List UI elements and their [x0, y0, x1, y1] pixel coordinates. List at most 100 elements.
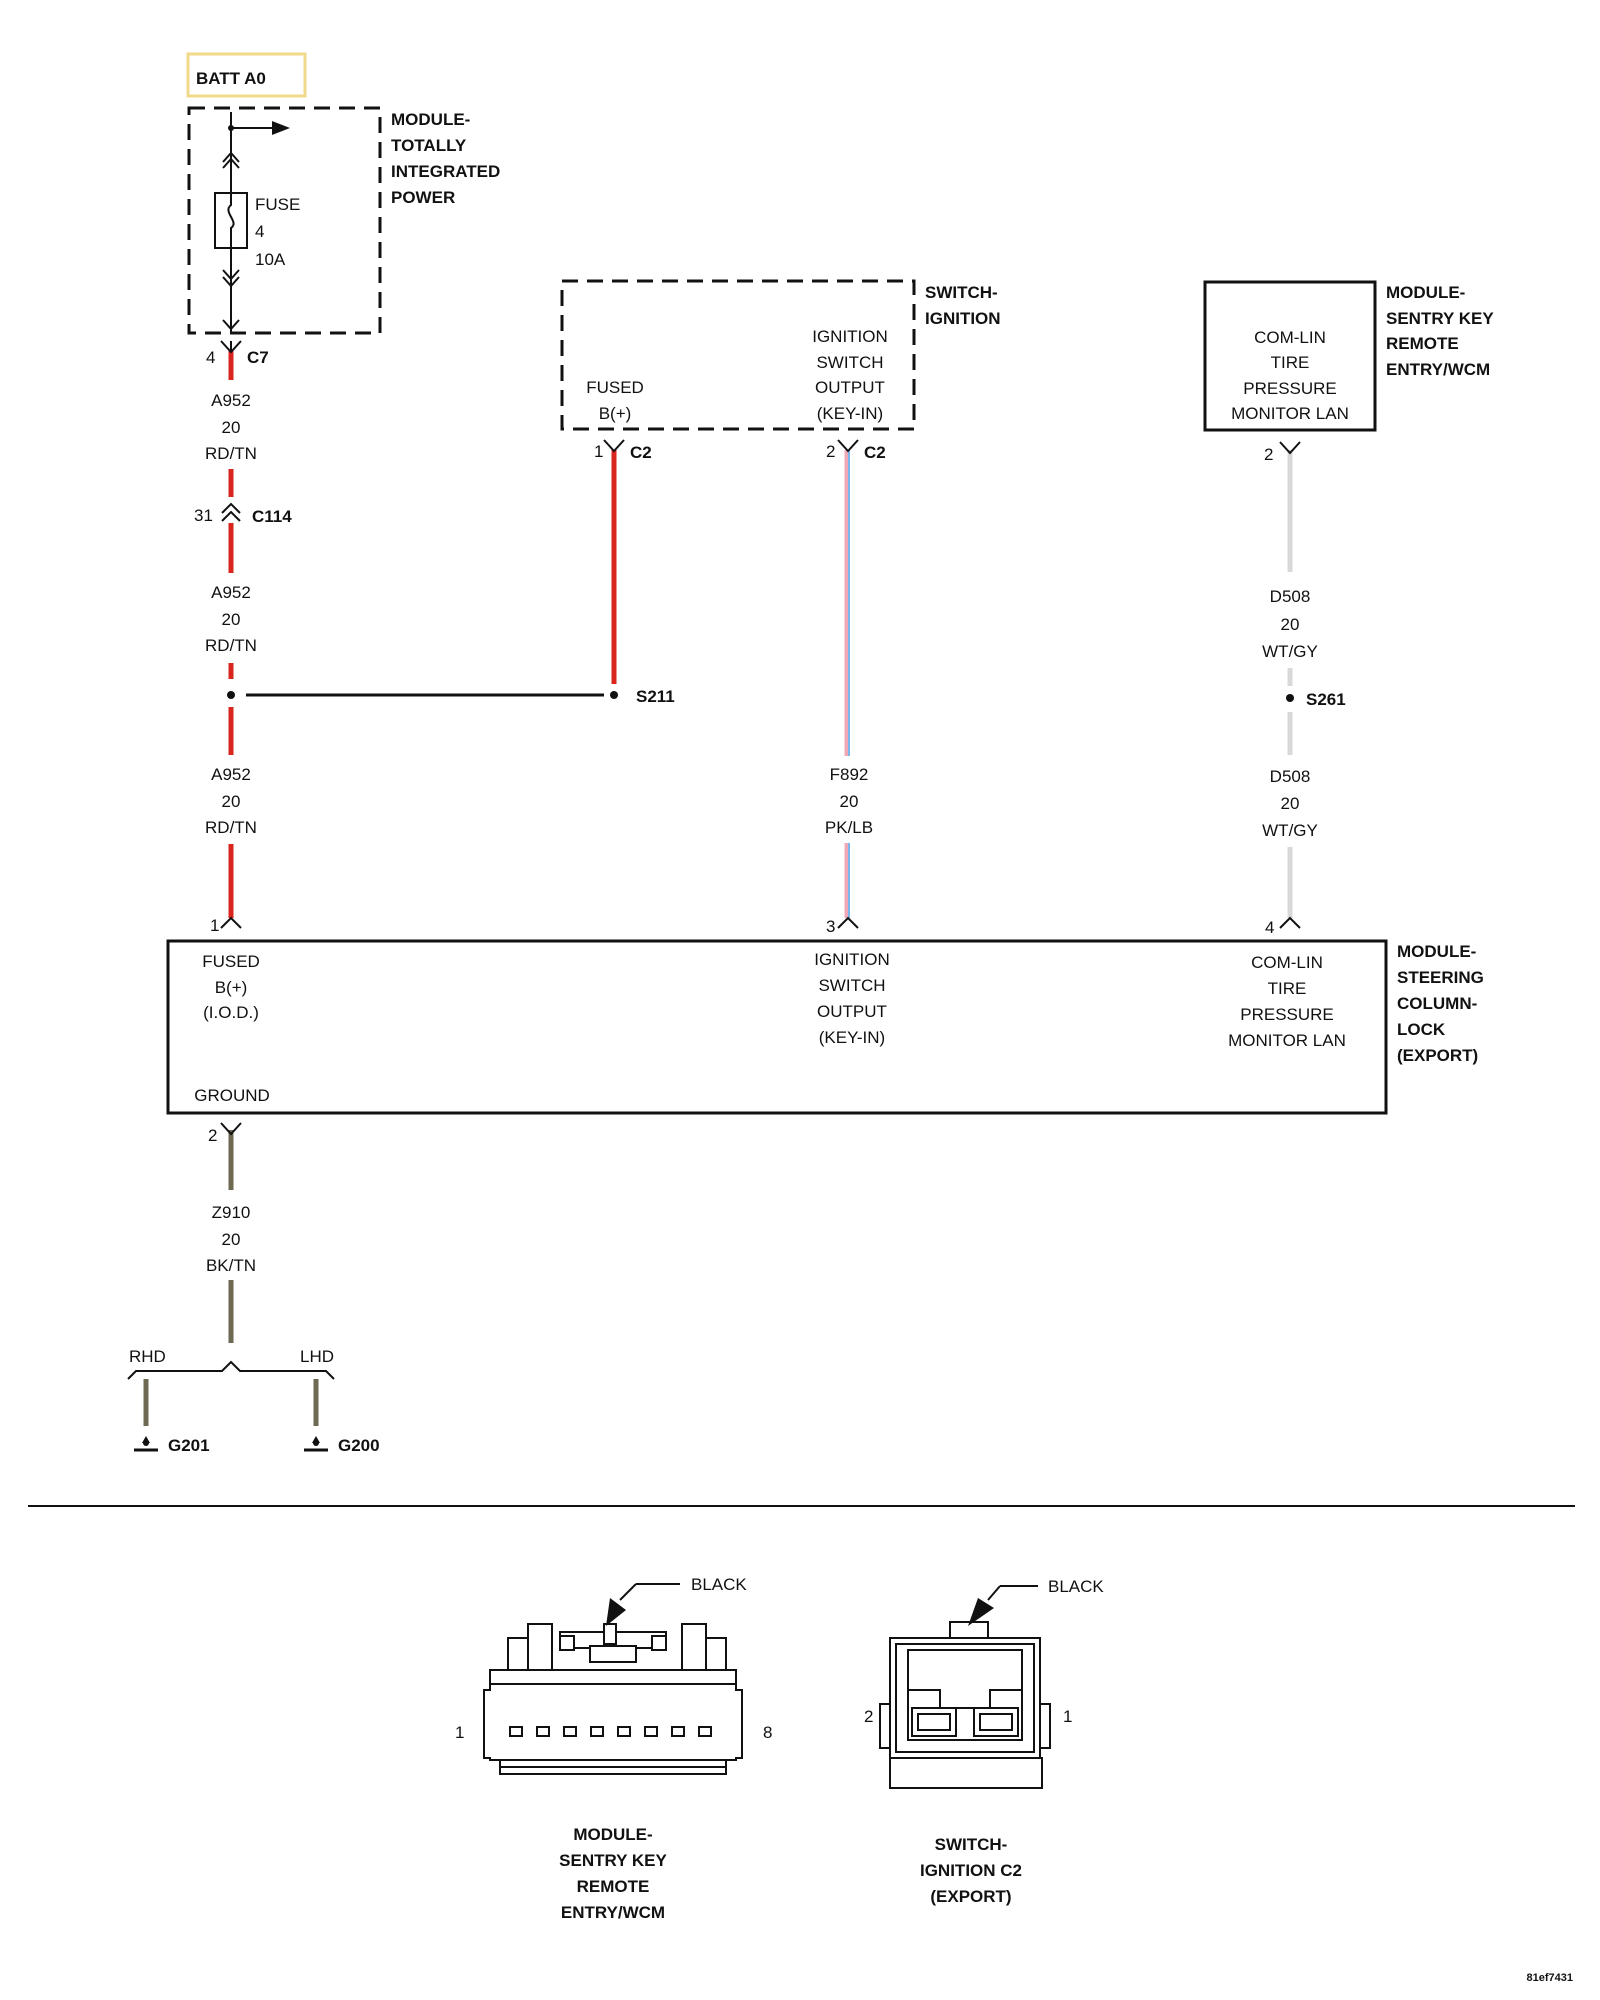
svg-text:20: 20 — [840, 792, 859, 811]
svg-text:C2: C2 — [864, 443, 886, 462]
svg-text:G200: G200 — [338, 1436, 380, 1455]
svg-text:GROUND: GROUND — [194, 1086, 270, 1105]
tipm-name: MODULE- — [391, 110, 470, 129]
black-color-pointer-icon — [968, 1585, 1038, 1626]
feed-arrow-icon — [272, 121, 290, 135]
svg-text:S261: S261 — [1306, 690, 1346, 709]
svg-text:RHD: RHD — [129, 1347, 166, 1366]
skreem-module: COM-LIN TIRE PRESSURE MONITOR LAN MODULE… — [1203, 280, 1494, 464]
svg-text:A952: A952 — [211, 583, 251, 602]
skreem-box — [1203, 280, 1377, 432]
svg-text:RD/TN: RD/TN — [205, 818, 257, 837]
wire-label-d508-2: D508 20 WT/GY — [1262, 767, 1318, 840]
svg-text:IGNITION: IGNITION — [925, 309, 1001, 328]
wire-label-a952-1: A952 20 RD/TN — [205, 391, 257, 463]
svg-text:SWITCH-: SWITCH- — [925, 283, 998, 302]
ground-g201-icon — [134, 1436, 158, 1452]
splice-s211: S211 — [227, 687, 675, 706]
svg-text:1: 1 — [1063, 1707, 1072, 1726]
svg-text:20: 20 — [222, 418, 241, 437]
connector-view-skreem — [483, 1623, 743, 1775]
svg-text:SENTRY KEY: SENTRY KEY — [1386, 309, 1494, 328]
svg-text:FUSE: FUSE — [255, 195, 300, 214]
svg-text:B(+): B(+) — [215, 978, 248, 997]
svg-text:31: 31 — [194, 506, 213, 525]
svg-text:MONITOR LAN: MONITOR LAN — [1231, 404, 1349, 423]
svg-text:MODULE-: MODULE- — [1397, 942, 1476, 961]
svg-text:OUTPUT: OUTPUT — [815, 378, 885, 397]
tipm-dashed-box — [187, 106, 382, 335]
sclm-module: 1 3 4 FUSED B(+) (I.O.D.) IGNITION SWITC… — [166, 916, 1484, 1145]
svg-text:ENTRY/WCM: ENTRY/WCM — [561, 1903, 665, 1922]
svg-text:SENTRY KEY: SENTRY KEY — [559, 1851, 667, 1870]
svg-text:RD/TN: RD/TN — [205, 636, 257, 655]
svg-text:(I.O.D.): (I.O.D.) — [203, 1003, 259, 1022]
splice-s261: S261 — [1286, 690, 1346, 709]
svg-text:PRESSURE: PRESSURE — [1243, 379, 1337, 398]
svg-text:2: 2 — [864, 1707, 873, 1726]
svg-text:(EXPORT): (EXPORT) — [930, 1887, 1011, 1906]
svg-text:Z910: Z910 — [212, 1203, 251, 1222]
svg-text:S211: S211 — [636, 687, 675, 706]
svg-text:4: 4 — [1265, 918, 1274, 937]
svg-text:TOTALLY: TOTALLY — [391, 136, 467, 155]
wire-f892 — [844, 450, 850, 918]
svg-text:REMOTE: REMOTE — [1386, 334, 1459, 353]
svg-text:RD/TN: RD/TN — [205, 444, 257, 463]
svg-text:4: 4 — [206, 348, 215, 367]
svg-text:20: 20 — [1281, 615, 1300, 634]
svg-text:BLACK: BLACK — [691, 1575, 747, 1594]
svg-text:3: 3 — [826, 917, 835, 936]
svg-text:A952: A952 — [211, 765, 251, 784]
wires — [143, 350, 1293, 1426]
svg-text:1: 1 — [210, 916, 219, 935]
svg-text:10A: 10A — [255, 250, 286, 269]
connector-chevron-icon — [222, 151, 240, 163]
svg-text:FUSED: FUSED — [202, 952, 260, 971]
wire-label-a952-2: A952 20 RD/TN — [205, 583, 257, 655]
svg-text:STEERING: STEERING — [1397, 968, 1484, 987]
svg-text:SWITCH: SWITCH — [816, 353, 883, 372]
svg-text:MODULE-: MODULE- — [1386, 283, 1465, 302]
svg-text:20: 20 — [222, 792, 241, 811]
svg-text:PK/LB: PK/LB — [825, 818, 873, 837]
svg-text:FUSED: FUSED — [586, 378, 644, 397]
batt-label: BATT A0 — [196, 69, 266, 88]
svg-text:WT/GY: WT/GY — [1262, 642, 1318, 661]
svg-text:TIRE: TIRE — [1268, 979, 1307, 998]
svg-text:WT/GY: WT/GY — [1262, 821, 1318, 840]
svg-text:BK/TN: BK/TN — [206, 1256, 256, 1275]
svg-text:(KEY-IN): (KEY-IN) — [819, 1028, 885, 1047]
svg-text:IGNITION: IGNITION — [812, 327, 888, 346]
svg-text:D508: D508 — [1270, 587, 1311, 606]
svg-text:C7: C7 — [247, 348, 269, 367]
svg-text:IGNITION C2: IGNITION C2 — [920, 1861, 1022, 1880]
svg-text:2: 2 — [1264, 445, 1273, 464]
ground-g200-icon — [304, 1436, 328, 1452]
svg-text:B(+): B(+) — [599, 404, 632, 423]
batt-label-box — [186, 52, 307, 98]
sclm-box — [166, 939, 1388, 1115]
svg-text:ENTRY/WCM: ENTRY/WCM — [1386, 360, 1490, 379]
svg-text:INTEGRATED: INTEGRATED — [391, 162, 500, 181]
black-color-pointer-icon — [606, 1583, 680, 1626]
connector-c114: 31 C114 — [194, 502, 292, 526]
svg-text:1: 1 — [594, 442, 603, 461]
svg-text:LHD: LHD — [300, 1347, 334, 1366]
ignition-switch-dashed-box — [560, 279, 916, 431]
svg-text:G201: G201 — [168, 1436, 210, 1455]
svg-text:D508: D508 — [1270, 767, 1311, 786]
svg-text:(KEY-IN): (KEY-IN) — [817, 404, 883, 423]
svg-text:LOCK: LOCK — [1397, 1020, 1446, 1039]
svg-text:C2: C2 — [630, 443, 652, 462]
connector-view-ign-switch — [879, 1621, 1051, 1789]
svg-text:2: 2 — [826, 442, 835, 461]
svg-text:TIRE: TIRE — [1271, 353, 1310, 372]
svg-text:20: 20 — [222, 610, 241, 629]
tipm-module: FUSE 4 10A MODULE- TOTALLY INTEGRATED PO… — [187, 106, 500, 335]
wire-label-z910: Z910 20 BK/TN — [206, 1203, 256, 1275]
svg-text:MODULE-: MODULE- — [573, 1825, 652, 1844]
svg-text:COLUMN-: COLUMN- — [1397, 994, 1477, 1013]
svg-text:OUTPUT: OUTPUT — [817, 1002, 887, 1021]
